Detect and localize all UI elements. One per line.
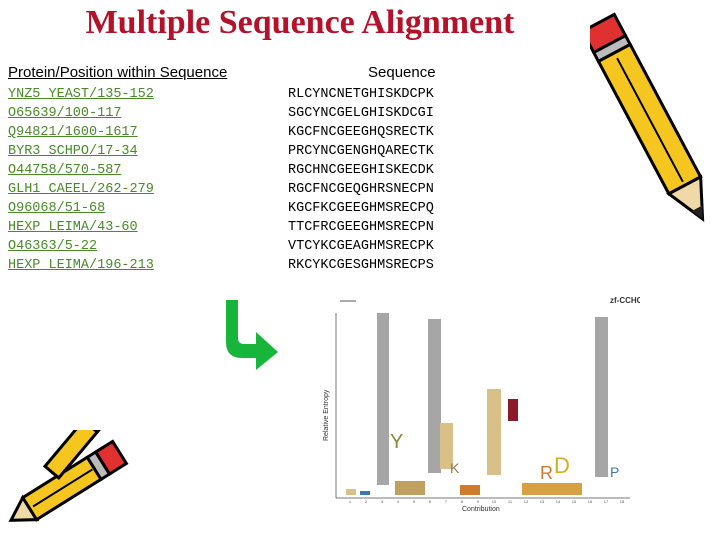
- sequence-row: VTCYKCGEAGHMSRECPK: [288, 239, 434, 254]
- logo-letter-r: R: [540, 463, 553, 483]
- protein-link[interactable]: O44758/570-587: [8, 163, 122, 178]
- logo-letter-k: K: [450, 460, 460, 476]
- protein-link[interactable]: HEXP_LEIMA/43-60: [8, 220, 138, 235]
- slide-title: Multiple Sequence Alignment: [85, 4, 515, 41]
- logo-tick-label: 11: [508, 499, 513, 504]
- logo-letter-p: P: [610, 464, 619, 480]
- logo-column-g: [440, 423, 453, 469]
- logo-tick-label: 10: [492, 499, 497, 504]
- sequence-row: PRCYNCGENGHQARECTK: [288, 144, 434, 159]
- sequence-row: TTCFRCGEEGHMSRECPN: [288, 220, 434, 235]
- down-arrow-icon: [226, 300, 278, 370]
- logo-letter-y: Y: [390, 431, 403, 453]
- logo-tick-label: 14: [556, 499, 561, 504]
- protein-link[interactable]: O65639/100-117: [8, 106, 122, 121]
- sequence-row: KGCFNCGEEGHQSRECTK: [288, 125, 434, 140]
- logo-tick-label: 18: [620, 499, 625, 504]
- protein-link[interactable]: YNZ5_YEAST/135-152: [8, 87, 154, 102]
- logo-column-c: [377, 313, 389, 485]
- sequence-row: RGCHNCGEEGHISKECDK: [288, 163, 434, 178]
- protein-list: YNZ5_YEAST/135-152 O65639/100-117 Q94821…: [8, 85, 154, 275]
- pencil-icon: [8, 430, 129, 522]
- logo-tick-label: 13: [540, 499, 545, 504]
- protein-link[interactable]: O46363/5-22: [8, 239, 98, 254]
- logo-tick-label: 12: [524, 499, 529, 504]
- logo-tick-label: 9: [477, 499, 480, 504]
- logo-column-h: [508, 399, 518, 421]
- logo-tick-label: 2: [365, 499, 368, 504]
- logo-letter-d: D: [554, 453, 570, 478]
- protein-link[interactable]: BYR3_SCHPO/17-34: [8, 144, 138, 159]
- protein-link[interactable]: HEXP_LEIMA/196-213: [8, 258, 154, 273]
- protein-link[interactable]: Q94821/1600-1617: [8, 125, 138, 140]
- sequence-row: RLCYNCNETGHISKDCPK: [288, 87, 434, 102]
- pencil-icon: [590, 12, 705, 222]
- logo-tick-label: 6: [429, 499, 432, 504]
- logo-family-label: zf-CCHC: [610, 296, 640, 305]
- logo-tick-label: 16: [588, 499, 593, 504]
- logo-ylabel: Relative Entropy: [323, 389, 330, 441]
- sequence-row: RGCFNCGEQGHRSNECPN: [288, 182, 434, 197]
- sequence-row: RKCYKCGESGHMSRECPS: [288, 258, 434, 273]
- sequence-list: RLCYNCNETGHISKDCPK SGCYNCGELGHISKDCGI KG…: [288, 85, 434, 275]
- logo-xlabel: Contribution: [462, 506, 500, 513]
- sequence-row: SGCYNCGELGHISKDCGI: [288, 106, 434, 121]
- logo-tick-label: 5: [413, 499, 416, 504]
- logo-column-c: [428, 319, 441, 473]
- logo-tick-label: 7: [445, 499, 448, 504]
- protein-link[interactable]: O96068/51-68: [8, 201, 106, 216]
- sequence-row: KGCFKCGEEGHMSRECPQ: [288, 201, 434, 216]
- logo-tick-label: 8: [461, 499, 464, 504]
- logo-column-g: [487, 389, 501, 475]
- logo-tick-label: 3: [381, 499, 384, 504]
- sequence-logo: zf-CCHC Relative Entropy Y K R D P Contr…: [323, 296, 640, 513]
- sequence-column-header: Sequence: [368, 64, 436, 81]
- protein-link[interactable]: GLH1_CAEEL/262-279: [8, 182, 154, 197]
- logo-tick-label: 17: [604, 499, 609, 504]
- logo-tick-label: 15: [572, 499, 577, 504]
- protein-column-header: Protein/Position within Sequence: [8, 64, 228, 81]
- logo-column-c: [595, 317, 608, 477]
- logo-tick-label: 1: [349, 499, 352, 504]
- logo-tick-label: 4: [397, 499, 400, 504]
